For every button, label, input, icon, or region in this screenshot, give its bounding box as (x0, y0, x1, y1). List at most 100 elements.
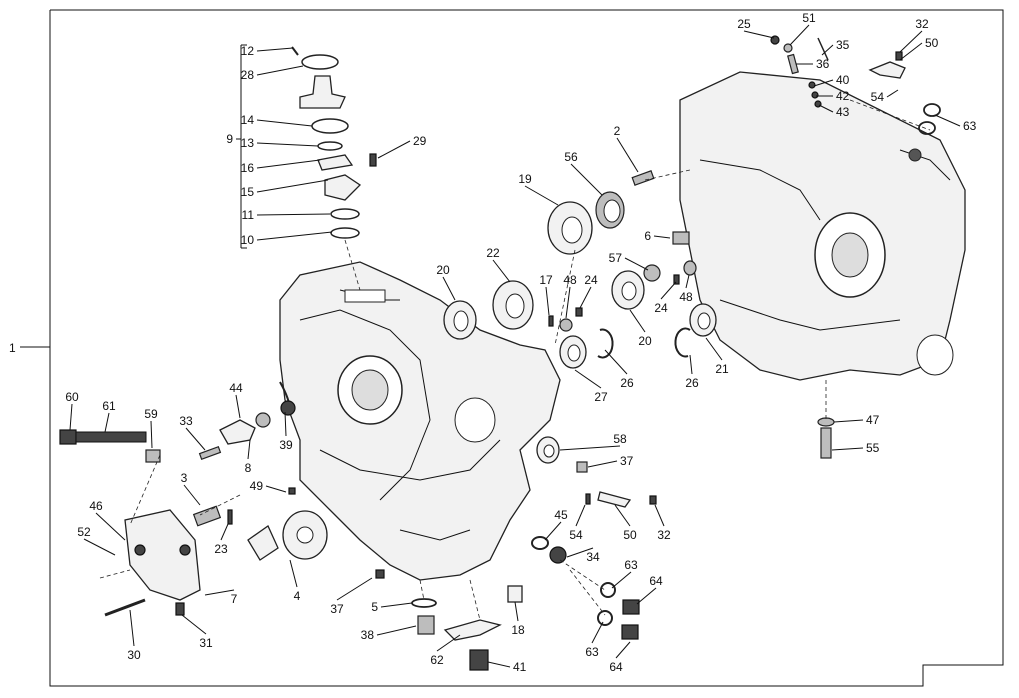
bottom-parts (375, 461, 657, 671)
part-number-label: 35 (836, 38, 850, 52)
part-number-label: 23 (214, 542, 228, 556)
leader-line (235, 394, 241, 419)
leader-line (377, 140, 411, 159)
part-number-label: 48 (679, 290, 693, 304)
part-number-label: 28 (241, 68, 255, 82)
leader-line (818, 104, 834, 113)
leader-line (629, 309, 646, 333)
leader-line (487, 661, 511, 668)
leader-line (705, 337, 723, 361)
part-number-label: 25 (737, 17, 751, 31)
leader-line (544, 521, 562, 541)
part-number-label: 37 (330, 602, 344, 616)
part-number-label: 61 (102, 399, 116, 413)
leader-line (181, 614, 207, 635)
leader-line (579, 286, 592, 309)
part-number-label: 29 (413, 134, 427, 148)
part-number-label: 64 (609, 660, 623, 674)
part-number-label: 12 (241, 44, 255, 58)
leader-line (545, 286, 550, 316)
leader-line (574, 369, 602, 389)
leader-line (685, 274, 690, 289)
leader-line (183, 484, 201, 506)
leader-line (265, 485, 287, 493)
breather-assembly (291, 46, 377, 239)
part-number-label: 63 (963, 119, 977, 133)
part-number-label: 14 (241, 113, 255, 127)
part-number-label: 13 (241, 136, 255, 150)
part-number-label: 3 (181, 471, 188, 485)
part-number-label: 50 (623, 528, 637, 542)
part-number-label: 52 (77, 525, 91, 539)
part-number-label: 63 (585, 645, 599, 659)
leader-line (256, 159, 321, 169)
part-number-label: 40 (836, 73, 850, 87)
part-number-label: 38 (361, 628, 375, 642)
group-bracket (236, 44, 247, 249)
leader-line (256, 65, 304, 76)
leader-line (376, 625, 417, 636)
part-number-label: 7 (231, 592, 238, 606)
part-number-label: 51 (802, 11, 816, 25)
part-number-label: 10 (241, 233, 255, 247)
part-number-label: 20 (436, 263, 450, 277)
leader-line (615, 641, 631, 659)
part-number-label: 6 (644, 229, 651, 243)
leader-line (256, 142, 319, 147)
part-number-label: 24 (654, 301, 668, 315)
part-number-label: 21 (715, 362, 729, 376)
part-number-label: 26 (685, 376, 699, 390)
part-number-label: 62 (430, 653, 444, 667)
part-number-label: 9 (226, 132, 233, 146)
leader-line (524, 185, 559, 206)
part-number-label: 31 (199, 636, 213, 650)
leader-line (821, 44, 834, 56)
leader-line (789, 24, 810, 46)
leader-line (575, 504, 586, 527)
left-crankcase-half (279, 261, 561, 581)
selector-small-parts (770, 35, 941, 459)
part-number-label: 45 (554, 508, 568, 522)
right-crankcase-half (679, 71, 966, 381)
leader-line (831, 447, 864, 451)
part-number-label: 49 (250, 479, 264, 493)
part-number-label: 54 (871, 90, 885, 104)
leader-line (514, 601, 519, 622)
leader-line (653, 235, 671, 239)
leader-line (95, 512, 126, 541)
part-number-label: 48 (563, 273, 577, 287)
part-number-label: 27 (594, 390, 608, 404)
leader-line (813, 79, 834, 87)
leader-line (743, 30, 775, 39)
leader-line (636, 587, 657, 605)
part-number-label: 41 (513, 660, 527, 674)
part-number-label: 34 (586, 550, 600, 564)
assembly-label: 1 (9, 341, 16, 355)
part-number-label: 39 (279, 438, 293, 452)
leader-line (611, 571, 632, 589)
part-number-label: 37 (620, 454, 634, 468)
leader-line (660, 281, 677, 300)
part-number-label: 19 (518, 172, 532, 186)
part-number-label: 56 (564, 150, 578, 164)
leader-line (559, 445, 621, 451)
part-number-label: 8 (245, 461, 252, 475)
leader-line (289, 559, 298, 588)
leader-line (150, 420, 153, 449)
leader-line (247, 439, 251, 460)
part-number-label: 15 (241, 185, 255, 199)
part-number-label: 18 (511, 623, 525, 637)
leader-line (654, 504, 665, 527)
leader-line (256, 119, 313, 127)
part-number-label: 64 (649, 574, 663, 588)
part-number-label: 36 (816, 57, 830, 71)
part-number-label: 5 (371, 600, 378, 614)
part-number-label: 42 (836, 89, 850, 103)
part-number-label: 46 (89, 499, 103, 513)
part-number-label: 54 (569, 528, 583, 542)
leader-line (185, 427, 206, 451)
part-number-label: 11 (242, 208, 255, 222)
leader-line (616, 137, 639, 173)
